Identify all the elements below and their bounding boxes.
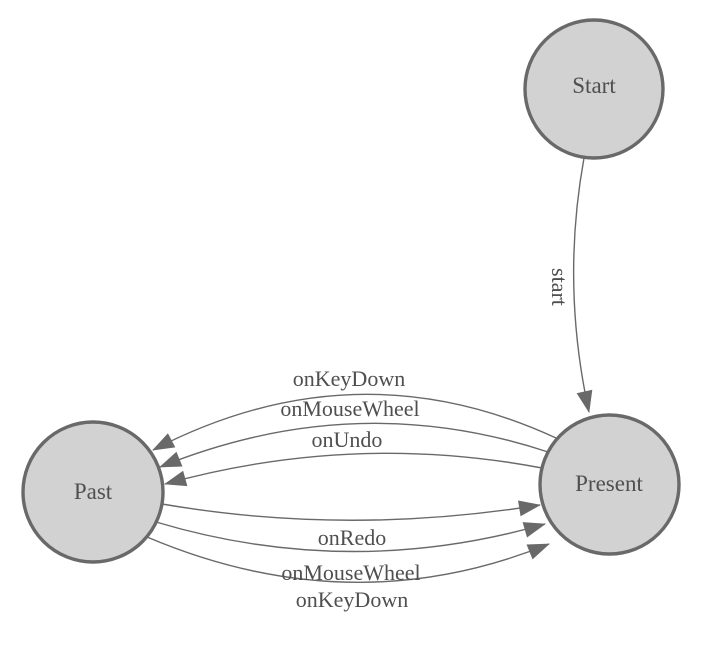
edge-past-to-present-onkeydown [146, 536, 550, 584]
edge-past-to-present-onmousewheel [155, 521, 546, 553]
edge-present-to-past-onundo [164, 452, 543, 487]
edge-present-to-past-onkeydown [152, 393, 557, 451]
edge-label-onkeydown-top: onKeyDown [293, 366, 405, 391]
node-label-past: Past [74, 479, 113, 504]
edge-past-to-present-onredo [161, 500, 541, 521]
edge-label-onkeydown-bottom: onKeyDown [296, 587, 408, 612]
edge-start-to-present [572, 157, 593, 413]
state-node-past [21, 420, 165, 564]
node-label-present: Present [575, 471, 643, 496]
edge-label-onmousewheel-bottom: onMouseWheel [281, 560, 420, 585]
state-node-start [523, 18, 665, 160]
edge-label-onredo: onRedo [318, 525, 386, 550]
edge-label-onmousewheel-top: onMouseWheel [280, 396, 419, 421]
edge-label-start: start [547, 268, 572, 306]
node-label-start: Start [572, 73, 616, 98]
state-node-present [538, 413, 681, 556]
edge-label-onundo: onUndo [312, 427, 383, 452]
edge-present-to-past-onmousewheel [159, 422, 549, 468]
